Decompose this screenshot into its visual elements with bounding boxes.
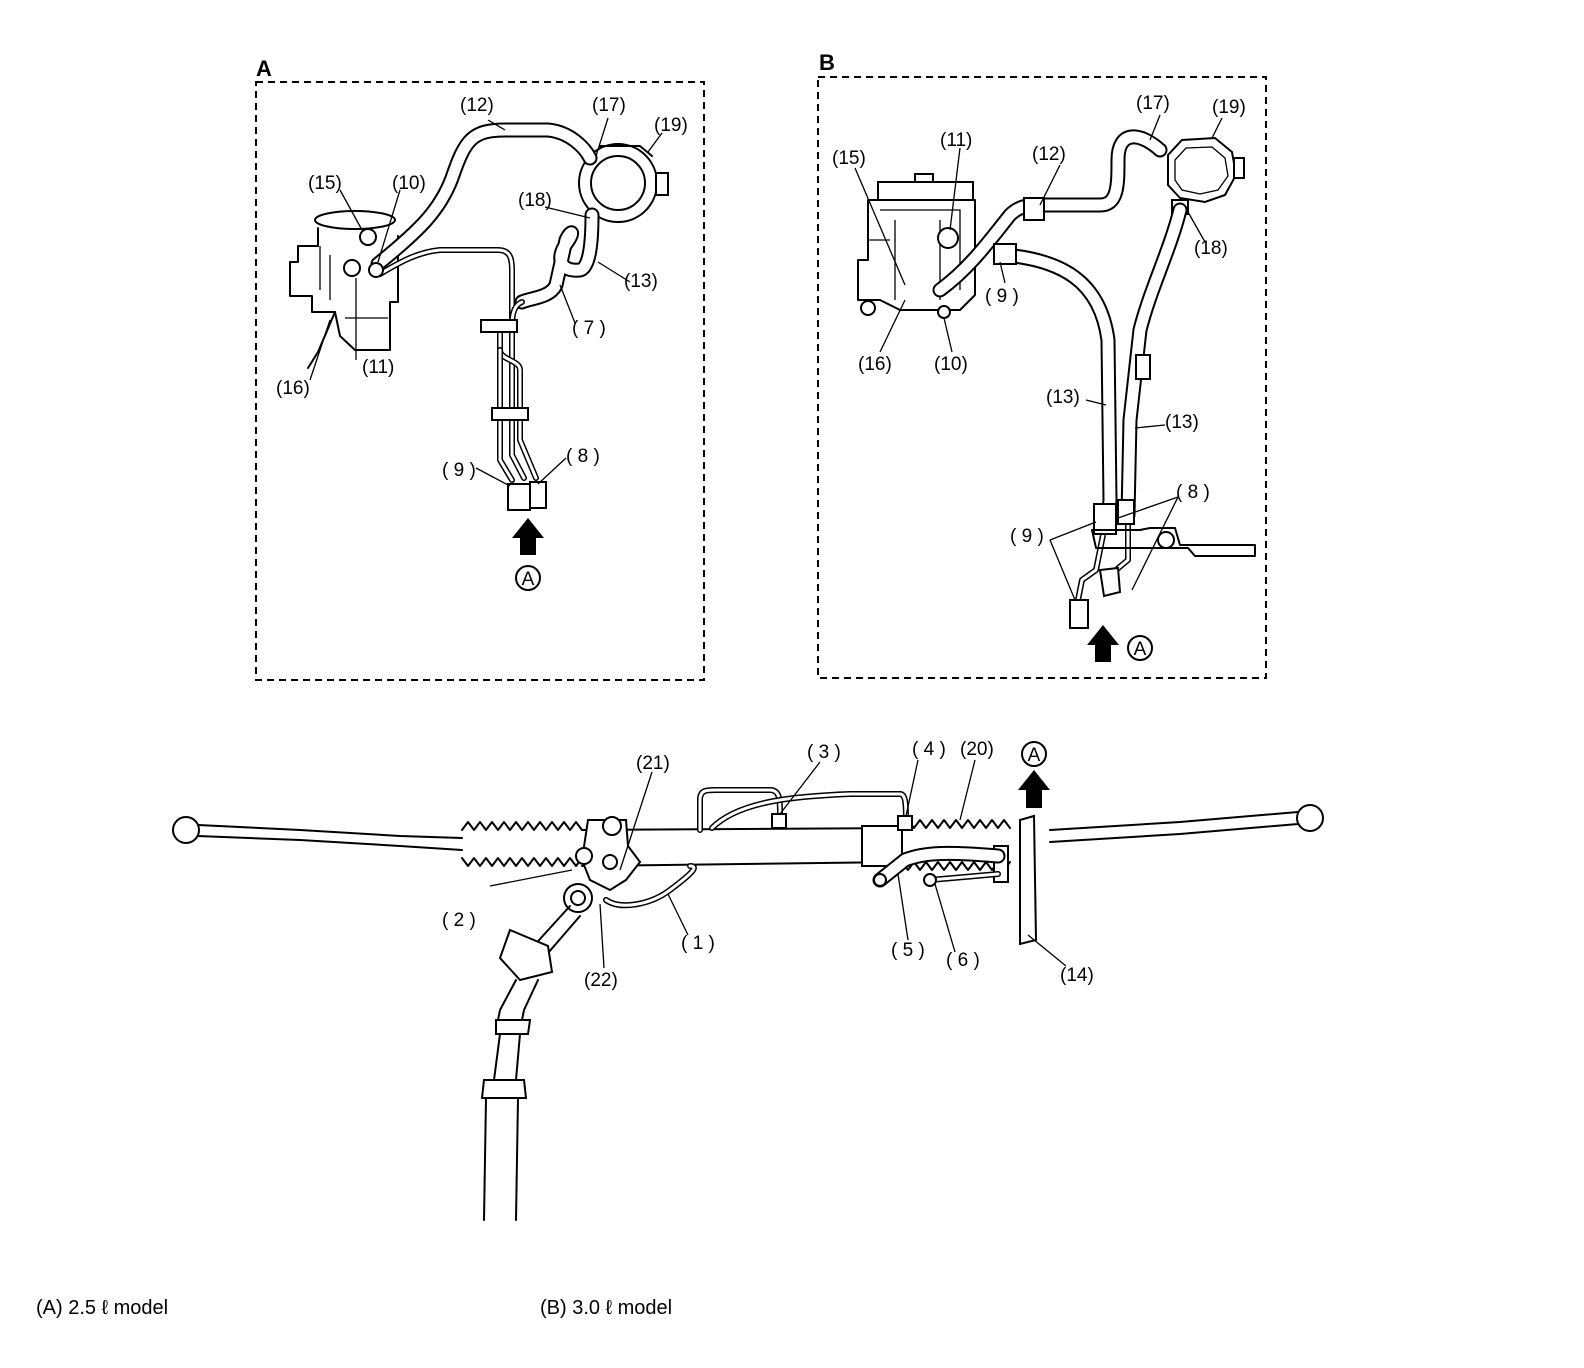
label-a-19: (19) [654, 115, 688, 136]
main-view-arrow: A [1018, 741, 1050, 808]
label-m-21: (21) [636, 753, 670, 774]
panel-a-reservoir [578, 143, 669, 223]
label-b-12: (12) [1032, 144, 1066, 165]
label-m-20: (20) [960, 739, 994, 760]
label-b-19: (19) [1212, 97, 1246, 118]
label-b-13-right: (13) [1165, 412, 1199, 433]
panel-b-reservoir [1167, 136, 1245, 215]
label-b-8: ( 8 ) [1176, 482, 1210, 503]
label-b-16: (16) [858, 354, 892, 375]
label-m-1: ( 1 ) [681, 933, 715, 954]
panel-b-pump [857, 173, 976, 319]
label-m-14: (14) [1060, 965, 1094, 986]
label-b-18: (18) [1194, 238, 1228, 259]
label-m-5: ( 5 ) [891, 940, 925, 961]
caption-a: (A) 2.5 ℓ model [36, 1297, 169, 1319]
panel-b-letter: B [819, 50, 835, 75]
label-a-17: (17) [592, 95, 626, 116]
panel-a-pump [289, 210, 399, 369]
label-b-11: (11) [940, 130, 972, 151]
label-m-2: ( 2 ) [442, 910, 476, 931]
label-a-18: (18) [518, 190, 552, 211]
panel-a-view-arrow: A [512, 518, 544, 591]
label-b-13-left: (13) [1046, 387, 1080, 408]
label-a-7: ( 7 ) [572, 318, 606, 339]
label-m-3: ( 3 ) [807, 742, 841, 763]
panel-b-view-marker: A [1134, 639, 1147, 660]
main-view-marker: A [1028, 745, 1041, 766]
label-a-9: ( 9 ) [442, 460, 476, 481]
label-b-9-lower: ( 9 ) [1010, 526, 1044, 547]
panel-a: A [255, 56, 705, 681]
label-b-10: (10) [934, 354, 968, 375]
panel-b-view-arrow: A [1087, 625, 1153, 662]
caption-b: (B) 3.0 ℓ model [540, 1297, 673, 1319]
panel-a-view-marker: A [522, 569, 535, 590]
panel-a-frame [255, 81, 705, 681]
label-a-15: (15) [308, 173, 342, 194]
label-a-16: (16) [276, 378, 310, 399]
label-b-15: (15) [832, 148, 866, 169]
panel-b: B [817, 50, 1267, 679]
panel-b-frame [817, 76, 1267, 679]
label-a-8: ( 8 ) [566, 446, 600, 467]
label-a-11: (11) [362, 357, 394, 378]
label-a-12: (12) [460, 95, 494, 116]
steering-gearbox-assembly: A (21) ( 3 ) ( 4 ) (20) ( 2 ) ( 1 ) (22)… [172, 739, 1324, 1221]
label-b-9: ( 9 ) [985, 286, 1019, 307]
label-a-10: (10) [392, 173, 426, 194]
label-m-6: ( 6 ) [946, 950, 980, 971]
label-b-17: (17) [1136, 93, 1170, 114]
label-m-4: ( 4 ) [912, 739, 946, 760]
label-m-22: (22) [584, 970, 618, 991]
label-a-13: (13) [624, 271, 658, 292]
panel-a-letter: A [256, 56, 272, 81]
